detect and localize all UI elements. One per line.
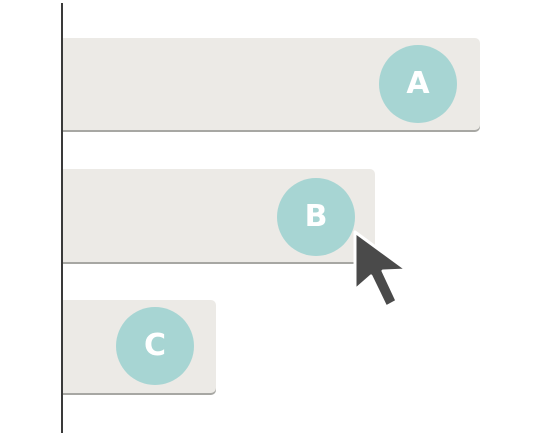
vertical-axis-line <box>61 3 63 433</box>
bar-a-label-badge[interactable]: A <box>379 45 457 123</box>
bar-b-label-badge[interactable]: B <box>277 178 355 256</box>
mouse-pointer-icon <box>353 230 409 309</box>
bar-c-label-badge[interactable]: C <box>116 307 194 385</box>
